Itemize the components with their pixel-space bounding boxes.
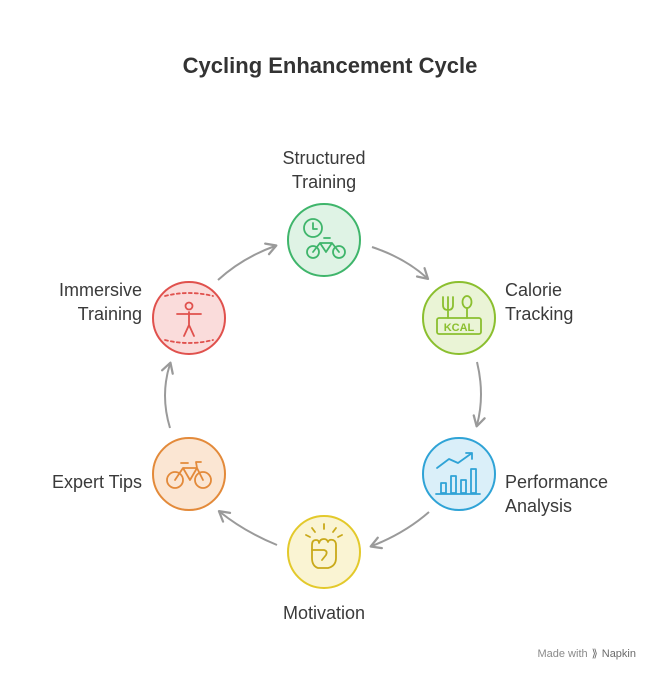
raised-fist-icon <box>305 523 343 569</box>
clock-bicycle-icon <box>303 218 346 259</box>
arrow-immersive-to-structured <box>217 242 278 281</box>
node-structured-training <box>287 203 361 277</box>
arrow-calorie-to-performance <box>472 361 486 428</box>
watermark-brand: Napkin <box>601 648 636 660</box>
label-expert-tips: Expert Tips <box>51 472 142 492</box>
node-immersive-training <box>152 281 226 355</box>
kcal-badge-text: KCAL <box>444 322 475 334</box>
bar-chart-trend-icon <box>435 452 481 495</box>
arrow-performance-to-motivation <box>369 511 430 550</box>
arrow-structured-to-calorie <box>371 246 430 281</box>
arrow-motivation-to-expert <box>217 510 278 546</box>
watermark: Made with⟫Napkin <box>537 647 636 660</box>
napkin-logo-icon: ⟫ <box>591 648 598 660</box>
node-expert-tips <box>152 437 226 511</box>
arrow-expert-to-immersive <box>160 361 174 429</box>
node-calorie-tracking: KCAL <box>422 281 496 355</box>
fork-kcal-icon <box>436 295 482 335</box>
bicycle-icon <box>166 461 212 489</box>
diagram-title: Cycling Enhancement Cycle <box>182 53 478 78</box>
label-motivation: Motivation <box>282 603 366 623</box>
person-vr-icon <box>164 292 214 344</box>
node-motivation <box>287 515 361 589</box>
watermark-prefix: Made with <box>537 648 588 660</box>
node-performance-analysis <box>422 437 496 511</box>
